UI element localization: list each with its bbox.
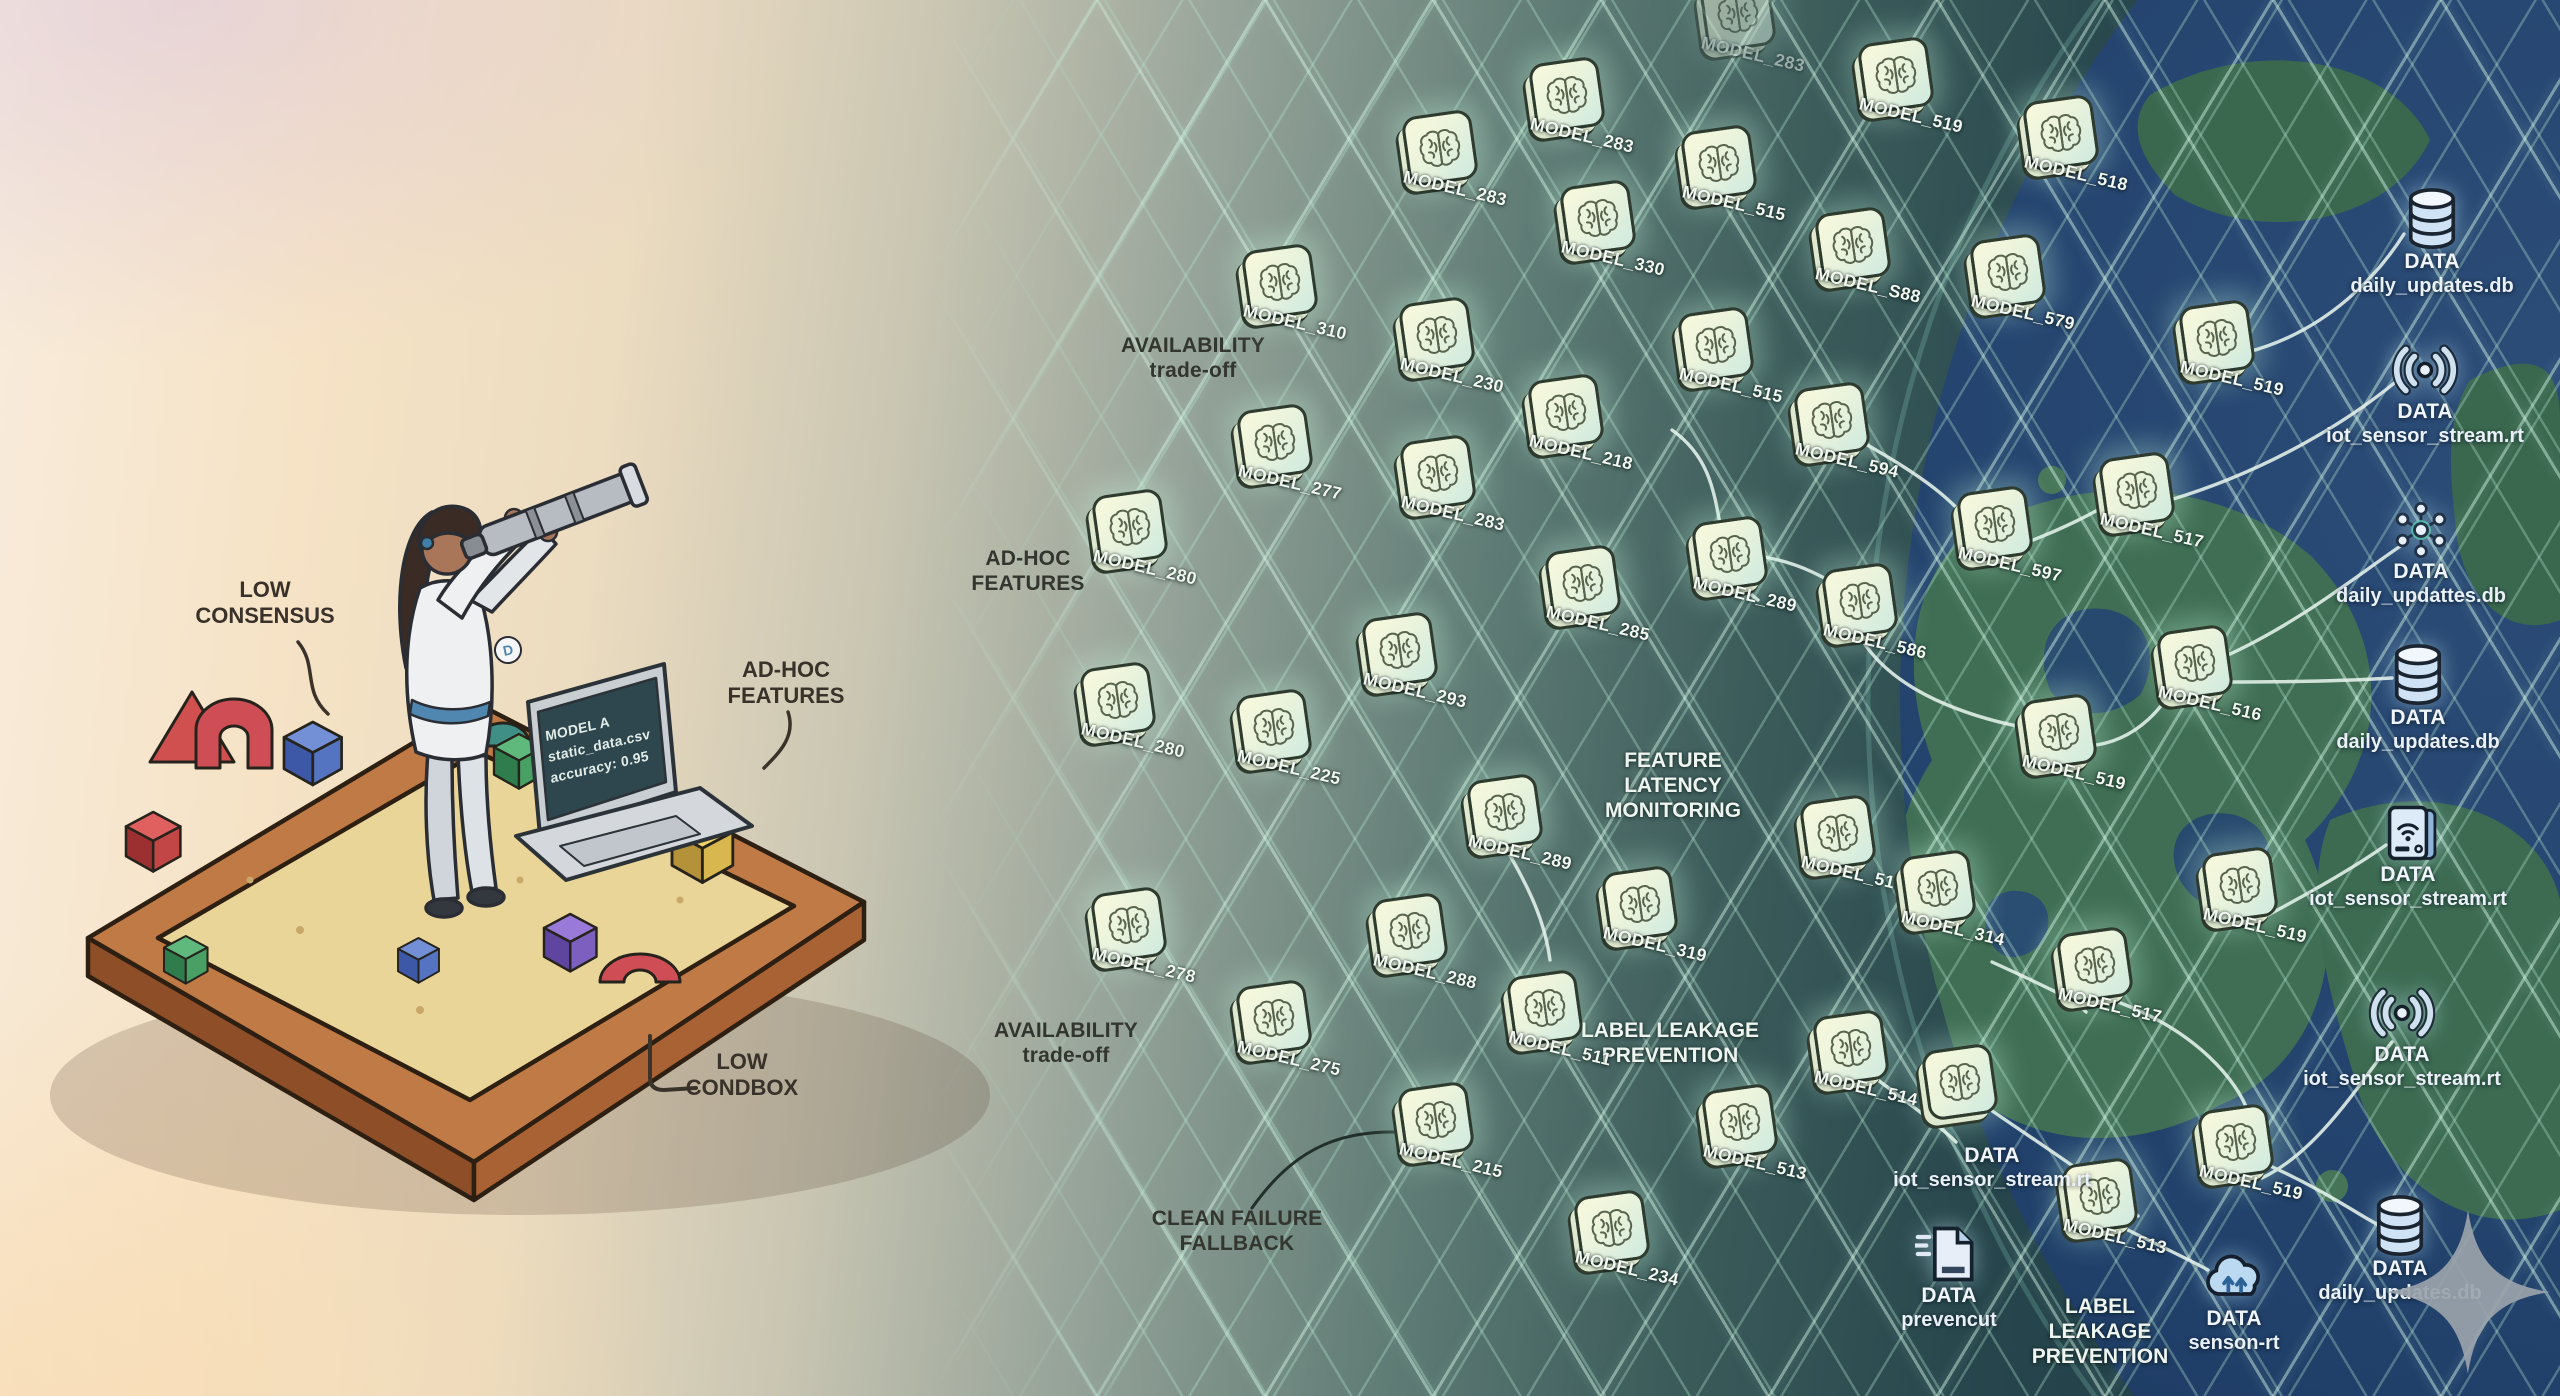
label-line: trade-off	[1022, 1044, 1110, 1068]
label-line: AVAILABILITY	[994, 1019, 1138, 1042]
label-label-leakage-prevention-bottom: LABEL LEAKAGE PREVENTION	[2032, 1294, 2169, 1370]
label-ad-hoc-features-sandbox: AD-HOC FEATURES	[728, 657, 845, 710]
label-availability-tradeoff-1: AVAILABILITY trade-off	[1121, 333, 1265, 383]
label-line: CONDBOX	[685, 1075, 799, 1101]
label-feature-latency-monitoring: FEATURE LATENCY MONITORING	[1605, 748, 1741, 824]
label-line: MONITORING	[1604, 799, 1742, 823]
label-line: LABEL	[2065, 1295, 2135, 1318]
label-clean-failure-fallback: CLEAN FAILURE FALLBACK	[1152, 1206, 1323, 1256]
label-ad-hoc-features-grid: AD-HOC FEATURES	[971, 546, 1084, 596]
label-line: LOW	[716, 1049, 768, 1074]
label-line: CLEAN FAILURE	[1151, 1207, 1323, 1230]
label-line: LEAKAGE	[2048, 1320, 2152, 1344]
label-line: AVAILABILITY	[1121, 334, 1265, 357]
label-line: CONSENSUS	[195, 603, 335, 629]
label-line: trade-off	[1149, 359, 1237, 383]
iso-grid-highlight	[930, 0, 2560, 1396]
label-label-leakage-prevention-mid: LABEL LEAKAGE PREVENTION	[1581, 1018, 1759, 1068]
label-line: PREVENTION	[2031, 1345, 2169, 1369]
label-line: LABEL LEAKAGE	[1580, 1019, 1760, 1042]
label-line: AD-HOC	[742, 657, 830, 682]
label-line: AD-HOC	[985, 547, 1071, 570]
label-line: PREVENTION	[1601, 1044, 1739, 1068]
label-line: FEATURES	[971, 572, 1085, 596]
label-line: FEATURES	[727, 683, 845, 709]
label-low-consensus: LOW CONSENSUS	[195, 577, 334, 630]
label-low-condbox: LOW CONDBOX	[686, 1049, 798, 1102]
label-line: FALLBACK	[1179, 1232, 1295, 1256]
label-availability-tradeoff-2: AVAILABILITY trade-off	[994, 1018, 1138, 1068]
label-line: LATENCY	[1624, 774, 1722, 798]
label-line: LOW	[239, 577, 291, 602]
label-line: FEATURE	[1624, 749, 1722, 772]
